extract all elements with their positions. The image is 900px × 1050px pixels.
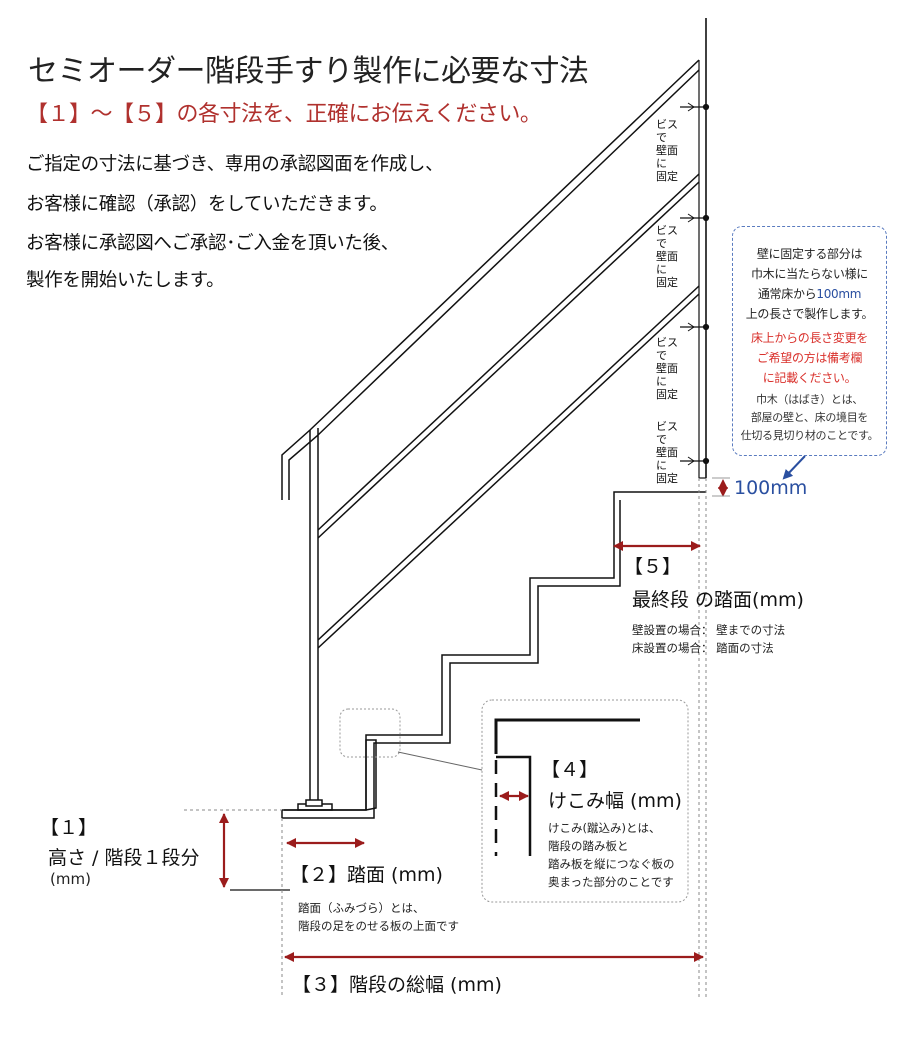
note-line-2: 巾木に当たらない様に bbox=[750, 267, 868, 281]
dim5-note-2: 床設置の場合： 踏面の寸法 bbox=[632, 641, 774, 655]
dim4-note-4: 奥まった部分のことです bbox=[548, 875, 674, 889]
page-title: セミオーダー階段手すり製作に必要な寸法 bbox=[28, 54, 589, 89]
dim4-label: 【４】 bbox=[541, 759, 599, 781]
screw-label-3: ビスで壁面に固定 bbox=[656, 336, 678, 401]
offset-label: 100mm bbox=[734, 477, 808, 499]
screw-markers bbox=[680, 103, 710, 465]
dim4-name: けこみ幅 (mm) bbox=[548, 790, 682, 812]
dim5-label: 【５】 bbox=[624, 556, 682, 578]
dim4-note-1: けこみ(蹴込み)とは、 bbox=[548, 821, 661, 835]
note-line-3: 通常床から100mm bbox=[757, 287, 862, 301]
page-subtitle: 【１】～【５】の各寸法を、正確にお伝えください。 bbox=[26, 102, 542, 127]
dim2-note-2: 階段の足をのせる板の上面です bbox=[298, 919, 459, 933]
handrail bbox=[281, 59, 700, 811]
screw-label-2: ビスで壁面に固定 bbox=[656, 224, 678, 289]
note-line-5: 床上からの長さ変更を bbox=[750, 331, 868, 345]
dim5-note-1: 壁設置の場合： 壁までの寸法 bbox=[632, 623, 786, 637]
stair-profile bbox=[284, 739, 377, 811]
dim4-note-3: 踏み板を縦につなぐ板の bbox=[548, 857, 675, 871]
dim4-note-2: 階段の踏み板と bbox=[548, 839, 629, 853]
dim5-name: 最終段 の踏面(mm) bbox=[632, 589, 804, 611]
screw-label-4: ビスで壁面に固定 bbox=[656, 420, 678, 485]
note-line-8: 巾木（はばき）とは、 bbox=[756, 393, 863, 406]
dim1-label: 【１】 bbox=[40, 817, 98, 839]
note-line-7: に記載ください。 bbox=[762, 371, 857, 385]
intro-line-2: お客様に確認（承認）をしていただきます。 bbox=[26, 194, 388, 215]
note-pointer bbox=[782, 455, 806, 480]
intro-line-1: ご指定の寸法に基づき、専用の承認図面を作成し、 bbox=[26, 154, 444, 175]
note-line-10: 仕切る見切り材のことです。 bbox=[740, 429, 879, 442]
note-line-6: ご希望の方は備考欄 bbox=[756, 351, 863, 365]
intro-line-4: 製作を開始いたします。 bbox=[26, 270, 225, 291]
screw-label-1: ビスで壁面に固定 bbox=[656, 118, 678, 183]
note-line-1: 壁に固定する部分は bbox=[756, 247, 863, 261]
intro-line-3: お客様に承認図へご承認･ご入金を頂いた後、 bbox=[26, 233, 399, 254]
dim2-note-1: 踏面（ふみづら）とは、 bbox=[298, 901, 425, 915]
dim1-unit: (mm) bbox=[50, 870, 91, 888]
detail-box-4 bbox=[481, 699, 689, 903]
dim1-name: 高さ / 階段１段分 bbox=[48, 847, 200, 869]
dim2-label: 【２】踏面 (mm) bbox=[290, 864, 443, 886]
wall-note-box: 壁に固定する部分は 巾木に当たらない様に 通常床から100mm 上の長さで製作し… bbox=[732, 226, 887, 456]
dim3-label: 【３】階段の総幅 (mm) bbox=[292, 974, 502, 996]
note-line-9: 部屋の壁と、床の境目を bbox=[750, 411, 869, 424]
note-line-4: 上の長さで製作します。 bbox=[745, 307, 874, 321]
